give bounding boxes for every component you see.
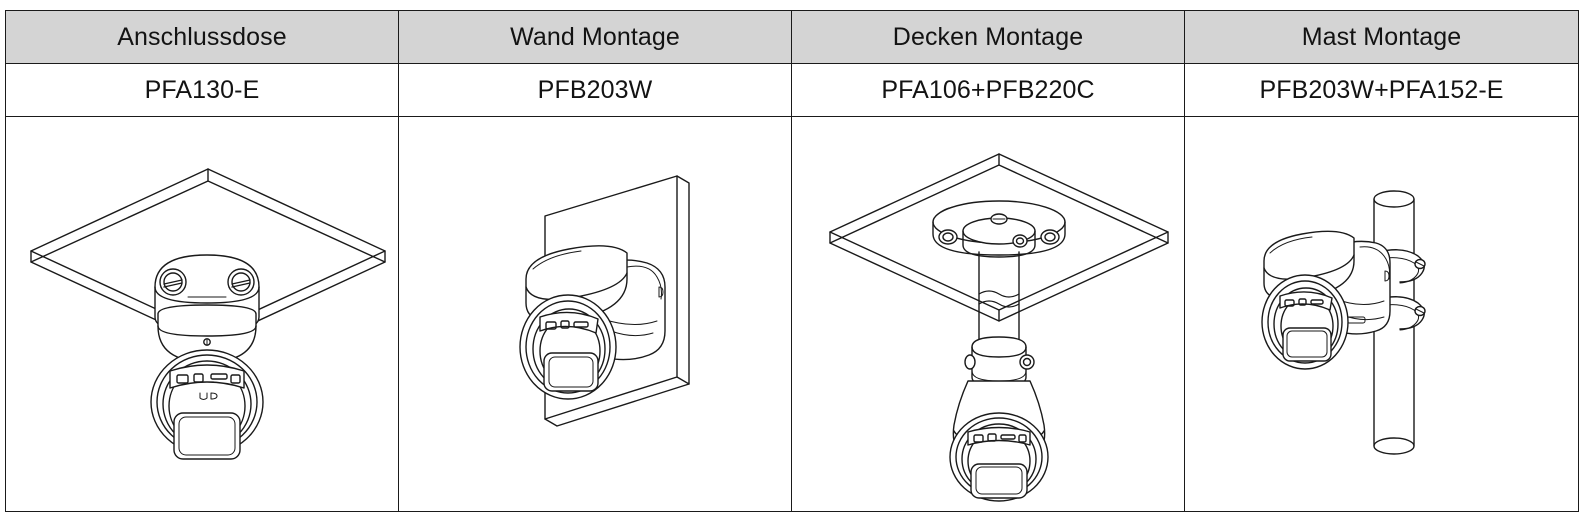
model-label-wall-mount: PFB203W bbox=[537, 75, 653, 104]
header-label-wall-mount: Wand Montage bbox=[510, 22, 680, 51]
header-cell-junction-box: Anschlussdose bbox=[5, 10, 399, 64]
model-cell-pole-mount: PFB203W+PFA152-E bbox=[1184, 63, 1579, 117]
ceiling-surface-mount-camera-diagram bbox=[30, 168, 386, 460]
camera-lens-assembly-icon bbox=[949, 412, 1049, 502]
camera-lens-assembly-icon bbox=[150, 349, 264, 460]
model-cell-wall-mount: PFB203W bbox=[398, 63, 792, 117]
table-figure-row bbox=[5, 116, 1579, 512]
wall-bracket-mount-camera-diagram bbox=[519, 175, 690, 427]
table-model-row: PFA130-E PFB203W PFA106+PFB220C PFB203W+… bbox=[5, 63, 1579, 117]
mounting-accessories-table: Anschlussdose Wand Montage Decken Montag… bbox=[5, 10, 1579, 512]
header-label-pole-mount: Mast Montage bbox=[1301, 22, 1462, 51]
header-cell-wall-mount: Wand Montage bbox=[398, 10, 792, 64]
header-label-ceiling-mount: Decken Montage bbox=[892, 22, 1084, 51]
model-label-pole-mount: PFB203W+PFA152-E bbox=[1259, 75, 1504, 104]
figure-cell-wall-mount bbox=[398, 116, 792, 512]
model-cell-ceiling-mount: PFA106+PFB220C bbox=[791, 63, 1185, 117]
pendant-pole-ceiling-mount-camera-diagram bbox=[829, 153, 1169, 502]
figure-cell-junction-box bbox=[5, 116, 399, 512]
figure-wrap-ceiling-mount bbox=[792, 117, 1184, 511]
ceiling-mount-flange-icon bbox=[932, 200, 1066, 258]
pipe-junction-collar-icon bbox=[964, 336, 1035, 388]
figure-cell-pole-mount bbox=[1184, 116, 1579, 512]
header-label-junction-box: Anschlussdose bbox=[117, 22, 287, 51]
model-label-junction-box: PFA130-E bbox=[144, 75, 260, 104]
figure-wrap-wall-mount bbox=[399, 117, 791, 511]
turret-camera-body-icon bbox=[157, 304, 257, 363]
camera-lens-assembly-icon bbox=[1260, 274, 1349, 370]
camera-lens-assembly-icon bbox=[519, 294, 617, 400]
model-cell-junction-box: PFA130-E bbox=[5, 63, 399, 117]
extension-pipe-icon bbox=[978, 251, 1020, 348]
figure-cell-ceiling-mount bbox=[791, 116, 1185, 512]
model-label-ceiling-mount: PFA106+PFB220C bbox=[881, 75, 1095, 104]
figure-wrap-pole-mount bbox=[1185, 117, 1578, 511]
pole-clamp-mount-camera-diagram bbox=[1260, 190, 1426, 455]
table-header-row: Anschlussdose Wand Montage Decken Montag… bbox=[5, 10, 1579, 64]
figure-wrap-junction-box bbox=[6, 117, 398, 511]
header-cell-ceiling-mount: Decken Montage bbox=[791, 10, 1185, 64]
header-cell-pole-mount: Mast Montage bbox=[1184, 10, 1579, 64]
